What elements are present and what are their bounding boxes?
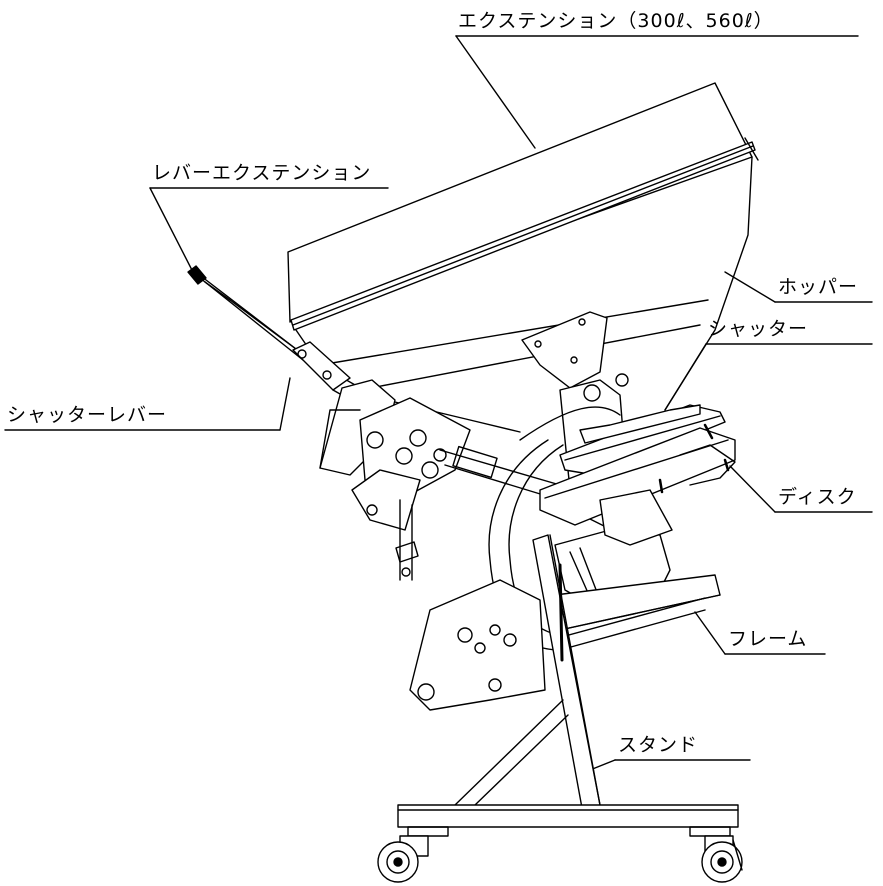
label-shutter-lever: シャッターレバー (7, 404, 168, 426)
label-lever-extension: レバーエクステンション (152, 162, 372, 184)
leader-lines (4, 35, 873, 771)
label-extension: エクステンション（300ℓ、560ℓ） (458, 10, 774, 32)
label-stand: スタンド (618, 734, 699, 756)
label-hopper: ホッパー (778, 276, 859, 298)
lever (187, 265, 396, 426)
side-bracket (319, 379, 471, 531)
label-disk: ディスク (778, 486, 857, 508)
label-frame: フレーム (728, 628, 808, 650)
shutter (559, 404, 726, 476)
stand (397, 534, 739, 837)
frame (488, 406, 721, 651)
disk (539, 423, 736, 526)
lower-bracket (409, 579, 546, 711)
hopper (287, 82, 759, 433)
caster-left (377, 835, 429, 883)
caster-right (701, 835, 743, 883)
label-shutter: シャッター (708, 318, 809, 340)
